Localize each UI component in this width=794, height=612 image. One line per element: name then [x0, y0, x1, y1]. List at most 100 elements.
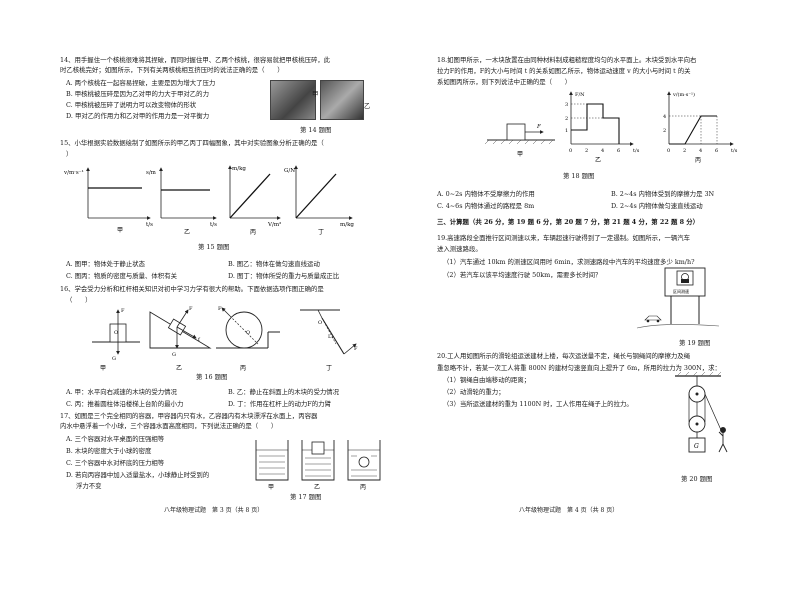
walnut-photo-yi	[320, 80, 364, 120]
svg-text:4: 4	[699, 148, 702, 154]
svg-text:丙: 丙	[695, 157, 701, 164]
worker-icon	[718, 427, 728, 453]
q17-stem-line2: 内水中悬浮着一个小球，三个容器水面高度相同，下列说法正确的是（ ）	[60, 422, 278, 430]
q20-part3: （3）当所运送建材的重为 1100N 时，工人作用在绳子上的拉力。	[443, 400, 633, 408]
svg-text:F/N: F/N	[575, 92, 585, 98]
svg-text:O: O	[114, 330, 118, 336]
svg-text:丁: 丁	[326, 365, 332, 372]
q15-option-a: A. 图甲：物体处于静止状态	[66, 260, 145, 268]
q18-figures: F 甲 F/N 1 2 3 0 2 4 6 t/s 乙	[484, 91, 738, 164]
q15-graphs: v/m·s⁻¹ t/s s/m t/s m/kg V/m³ G/N m/kg 甲	[63, 165, 354, 236]
q18-graph-yi: F/N 1 2 3 0 2 4 6 t/s 乙	[565, 91, 640, 164]
q18-graph-bing: v/(m·s⁻¹) 2 4 0 2 4 6 t/s 丙	[663, 91, 738, 164]
q15-g1-xlabel: t/s	[146, 222, 153, 228]
q17-container-yi	[301, 440, 335, 481]
q14-option-d: D. 甲对乙的作用力和乙对甲的作用力是一对平衡力	[66, 112, 210, 120]
q20-pulley-figure: G	[675, 371, 728, 453]
q18-fig-jia: F 甲	[484, 123, 555, 158]
svg-text:G: G	[112, 356, 116, 362]
q15-graph-yi: s/m t/s	[146, 167, 217, 228]
q17-container-jia	[255, 440, 289, 481]
q17-option-b: B. 木块的密度大于小球的密度	[66, 447, 152, 455]
q19-figure: 区间测速	[636, 267, 720, 329]
q14-label-yi: 乙	[364, 102, 371, 110]
q19-stem-line2: 进入测速路段。	[437, 245, 482, 253]
q20-stem-line2: 重忽略不计，若某一次工人将重 800N 的建材匀速竖直向上提升了 6m，所用的拉…	[437, 364, 721, 372]
svg-text:1: 1	[565, 128, 568, 134]
load-block	[688, 437, 706, 453]
q15-caption: 第 15 题图	[198, 243, 230, 251]
q16-option-b: B. 乙：静止在斜面上的木块的受力情况	[228, 388, 340, 396]
svg-text:甲: 甲	[100, 365, 106, 372]
q18-stem-line2: 拉力F的作用，F的大小与时间 t 的关系如图乙所示，物体运动速度 v 的大小与时…	[437, 67, 691, 75]
svg-text:2: 2	[565, 116, 568, 122]
car-icon	[644, 315, 662, 323]
svg-text:O: O	[246, 330, 250, 336]
svg-text:L₁: L₁	[328, 334, 333, 340]
q19-sign-text: 区间测速	[673, 288, 689, 294]
q15-name-jia: 甲	[117, 227, 123, 234]
svg-text:2: 2	[585, 148, 588, 154]
q16-option-d: D. 丁：作用在杠杆上的动力F的力臂	[228, 400, 331, 408]
svg-text:O: O	[318, 320, 322, 326]
q17-caption: 第 17 题图	[290, 493, 322, 501]
q18-stem-line1: 18.如图甲所示，一木块放置在由同种材料制成粗糙程度均匀的水平面上。木块受到水平…	[437, 56, 697, 64]
q19-stem-line1: 19.高速路段全面推行区间测速以来，车辆超速行驶得到了一定遏制。如图所示，一辆汽…	[437, 234, 691, 242]
svg-text:t/s: t/s	[633, 148, 640, 154]
svg-text:F: F	[189, 306, 193, 312]
right-page: 18.如图甲所示，一木块放置在由同种材料制成粗糙程度均匀的水平面上。木块受到水平…	[397, 0, 794, 612]
q15-graph-bing: m/kg V/m³	[228, 165, 281, 228]
q20-load-label: G	[694, 443, 699, 450]
svg-text:F: F	[536, 124, 541, 130]
q17-option-d-line1: D. 若向丙容器中加入适量盐水，小球静止时受到的	[66, 471, 210, 479]
q16-fig-jia: F O G	[92, 308, 140, 362]
q15-stem-line2: ）	[66, 150, 73, 158]
q17-option-d-line2: 浮力不变	[76, 482, 102, 490]
q20-part2: （2）动滑轮的重力；	[443, 388, 505, 396]
q17-container-bing	[347, 440, 381, 481]
q18-caption: 第 18 题图	[563, 172, 595, 180]
svg-text:0: 0	[569, 148, 572, 154]
q16-option-a: A. 甲：水平向右减速的木块的受力情况	[66, 388, 177, 396]
svg-text:乙: 乙	[314, 484, 320, 491]
svg-text:4: 4	[663, 114, 666, 120]
svg-text:6: 6	[715, 148, 718, 154]
q17-option-a: A. 三个容器对水平桌面的压强相等	[66, 435, 165, 443]
svg-text:0: 0	[667, 148, 670, 154]
svg-text:甲: 甲	[268, 484, 274, 491]
q16-fig-yi: F f G	[149, 306, 212, 358]
q15-option-b: B. 图乙：物体在做匀速直线运动	[228, 260, 320, 268]
q15-graph-jia: v/m·s⁻¹ t/s	[63, 167, 153, 228]
svg-text:6: 6	[617, 148, 620, 154]
svg-text:f: f	[198, 337, 201, 343]
svg-text:3: 3	[565, 102, 568, 108]
svg-text:2: 2	[683, 148, 686, 154]
q15-graph-ding: G/N m/kg	[284, 165, 354, 228]
q18-option-a: A. 0~2s 内物体不受摩擦力的作用	[437, 190, 535, 198]
q16-stem-line2: （ ）	[66, 296, 92, 304]
q19-part2: （2）若汽车以该平均速度行驶 50km，需要多长时间？	[443, 271, 602, 279]
q15-name-ding: 丁	[318, 229, 324, 236]
q17-containers: 甲 乙 丙	[255, 440, 381, 491]
q15-g3-xlabel: V/m³	[267, 221, 281, 228]
svg-text:丙: 丙	[240, 365, 246, 372]
q15-g2-ylabel: s/m	[146, 170, 157, 176]
svg-text:丙: 丙	[360, 484, 366, 491]
q20-caption: 第 20 题图	[681, 475, 713, 483]
svg-text:4: 4	[601, 148, 604, 154]
q15-name-bing: 丙	[250, 229, 256, 236]
q15-option-d: D. 图丁：物体所受的重力与质量成正比	[228, 272, 340, 280]
q18-stem-line3: 系如图丙所示，则下列说法中正确的是（ ）	[437, 78, 572, 86]
q17-option-c: C. 三个容器中水对杯底的压力相等	[66, 459, 165, 467]
q20-stem-line1: 20.工人用如图所示的滑轮组运送建材上楼，每次运送量不定，绳长与钢绳间的摩擦力及…	[437, 352, 691, 360]
svg-text:F: F	[218, 306, 222, 312]
q15-option-c: C. 图丙：物质的密度与质量、体积有关	[66, 272, 177, 280]
q15-g3-ylabel: m/kg	[232, 166, 246, 172]
q19-caption: 第 19 题图	[679, 339, 711, 347]
q16-figures: F O G F f G F O	[92, 306, 358, 372]
q15-g1-ylabel: v/m·s⁻¹	[63, 169, 84, 176]
q14-option-b: B. 甲核桃被压碎是因为乙对甲的力大于甲对乙的力	[66, 90, 209, 98]
left-page-footer: 八年级物理试题 第 3 页（共 8 页）	[164, 507, 264, 514]
svg-text:v/(m·s⁻¹): v/(m·s⁻¹)	[672, 91, 695, 98]
q18-option-b: B. 2~4s 内物体受到的摩擦力是 3N	[611, 190, 715, 198]
